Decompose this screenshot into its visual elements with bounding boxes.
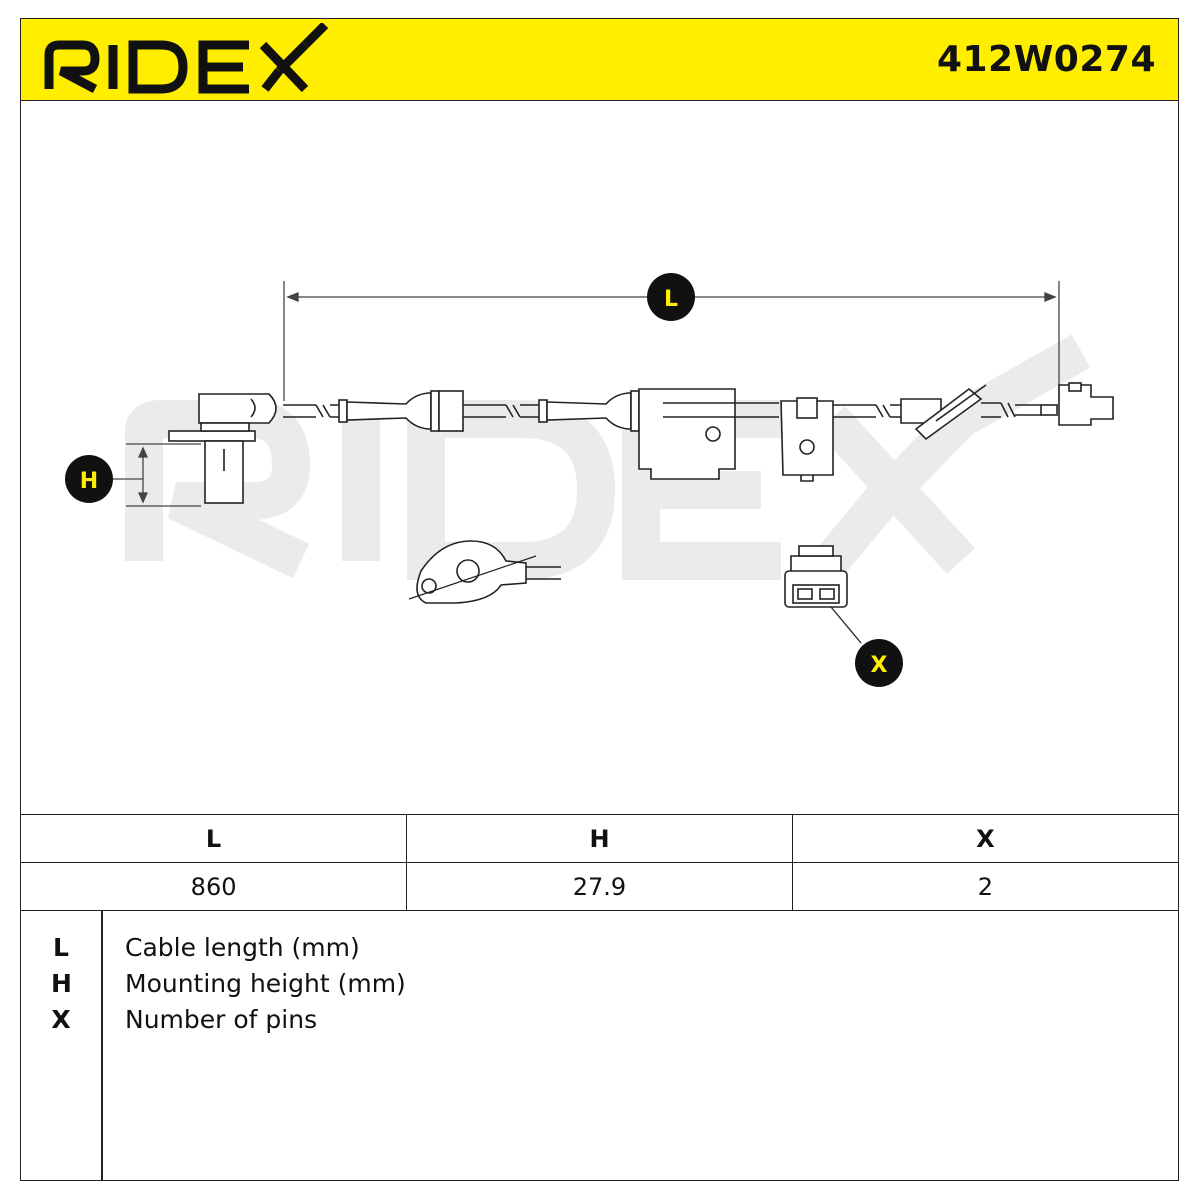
svg-text:L: L xyxy=(664,287,678,312)
legend-key: H xyxy=(51,969,72,998)
connector-detail xyxy=(784,545,862,644)
legend-row-x: X Number of pins xyxy=(21,1005,1178,1041)
svg-text:H: H xyxy=(80,469,98,494)
dimensions-table: L H X 860 27.9 2 xyxy=(21,814,1178,911)
callout-l: L xyxy=(647,273,695,321)
legend-text: Cable length (mm) xyxy=(125,933,360,962)
dim-value-x: 2 xyxy=(791,862,1178,911)
watermark-logo xyxy=(125,334,1091,580)
legend-text: Number of pins xyxy=(125,1005,318,1034)
svg-text:X: X xyxy=(871,653,888,678)
header-bar: 412W0274 xyxy=(21,19,1178,101)
sensor-flange-detail xyxy=(408,540,561,604)
part-number: 412W0274 xyxy=(936,39,1156,80)
legend-text: Mounting height (mm) xyxy=(125,969,406,998)
callout-x: X xyxy=(855,639,903,687)
legend-row-h: H Mounting height (mm) xyxy=(21,969,1178,1005)
datasheet: 412W0274 L xyxy=(20,18,1179,1181)
technical-drawing: L H xyxy=(21,101,1178,814)
dim-value-h: 27.9 xyxy=(406,862,793,911)
dim-header-x: X xyxy=(791,814,1178,863)
legend-divider xyxy=(101,911,103,1180)
legend: L Cable length (mm) H Mounting height (m… xyxy=(21,911,1178,1180)
legend-key: L xyxy=(53,933,69,962)
legend-key: X xyxy=(51,1005,71,1034)
dimensions-header-row: L H X xyxy=(21,814,1178,863)
callout-h: H xyxy=(65,455,113,503)
dim-value-l: 860 xyxy=(21,862,408,911)
legend-row-l: L Cable length (mm) xyxy=(21,933,1178,969)
dimensions-value-row: 860 27.9 2 xyxy=(21,862,1178,911)
dimension-h xyxy=(113,443,201,507)
sensor-head xyxy=(168,393,277,504)
dim-header-h: H xyxy=(406,814,793,863)
ridex-logo xyxy=(44,23,329,94)
cable-assembly xyxy=(283,382,1114,482)
dim-header-l: L xyxy=(21,814,408,863)
